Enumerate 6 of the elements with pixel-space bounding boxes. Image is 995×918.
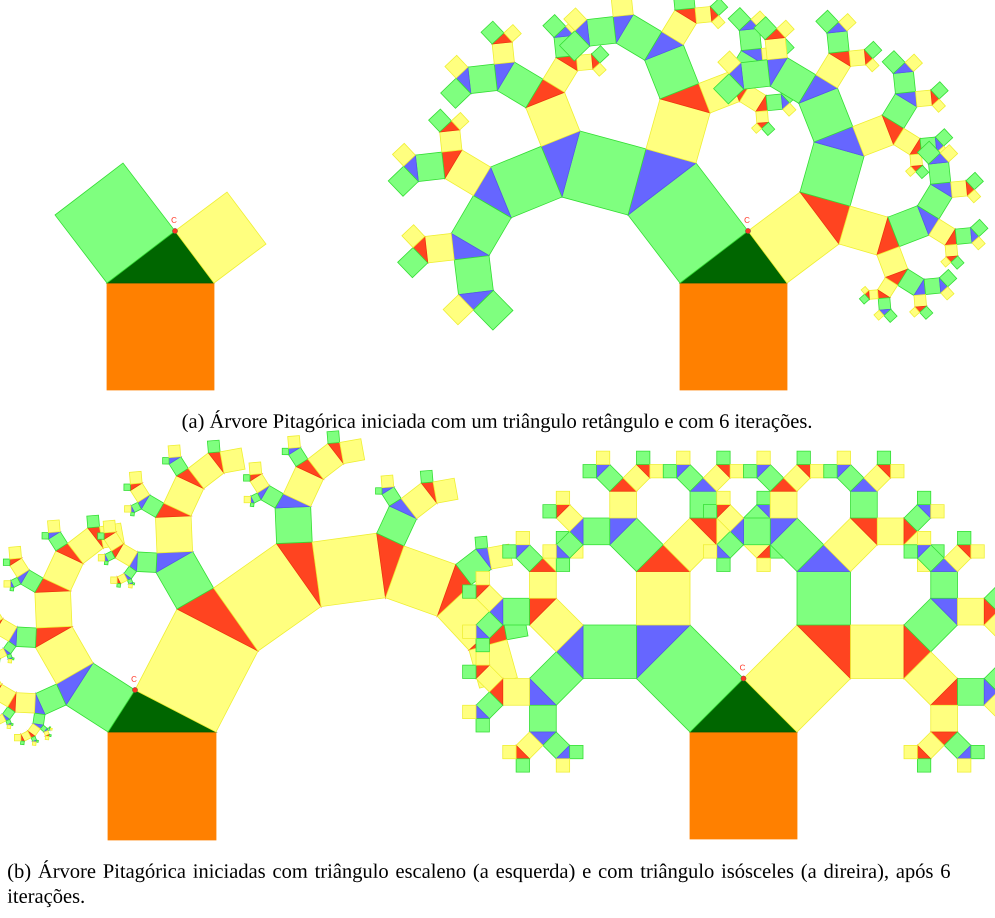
point-label: C xyxy=(132,676,137,682)
point-label: C xyxy=(744,217,750,223)
point-label: C xyxy=(740,664,746,670)
point-label: C xyxy=(172,217,177,223)
caption: (a) Árvore Pitagórica iniciada com um triângulo retângulo e com 6 iterações. xyxy=(182,410,812,432)
caption: (b) Árvore Pitagórica iniciadas com triângulo escaleno (a esquerda) e com triângulo isósceles (a direira), após 6 iterações. xyxy=(8,860,950,908)
